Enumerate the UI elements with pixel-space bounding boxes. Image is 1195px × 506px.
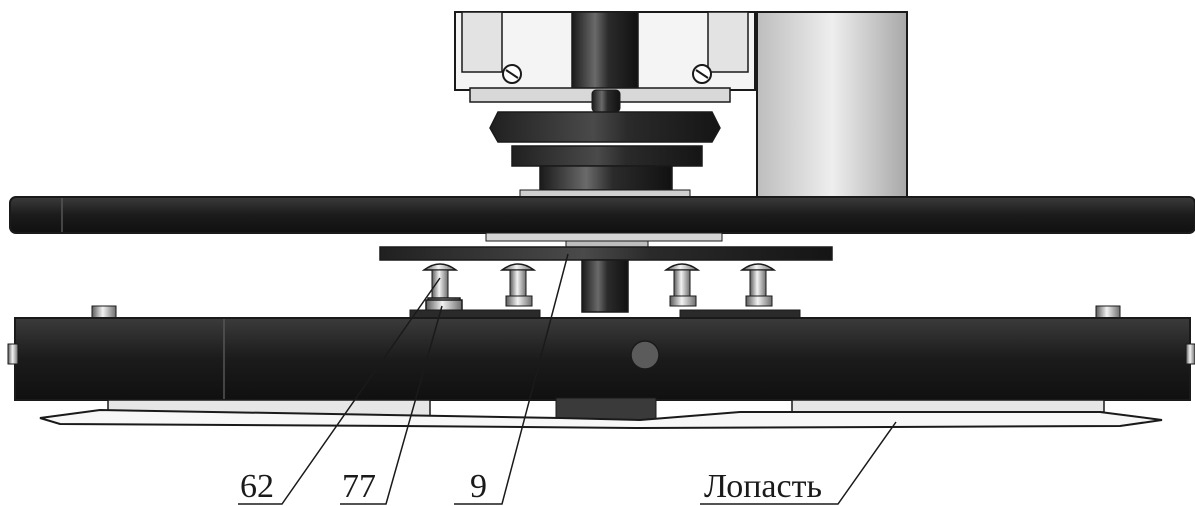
side-box xyxy=(756,11,908,198)
under-block-right xyxy=(791,399,1105,413)
bolts-group xyxy=(91,263,1121,319)
hub-assembly xyxy=(489,111,721,199)
leader-blade xyxy=(700,421,897,505)
callout-77: 77 xyxy=(342,468,376,505)
central-shaft xyxy=(581,259,629,313)
bolt-4 xyxy=(739,263,777,307)
center-bracket xyxy=(555,397,657,421)
shaft-collar xyxy=(565,240,649,248)
leader-77 xyxy=(340,305,443,505)
leader-9 xyxy=(454,253,569,505)
small-nut-left xyxy=(91,305,117,319)
motor-housing xyxy=(454,11,756,113)
callout-62: 62 xyxy=(240,468,274,505)
bolt-3 xyxy=(663,263,701,307)
flange-disc xyxy=(379,246,833,261)
lower-beam xyxy=(7,317,1195,401)
blade xyxy=(39,408,1163,430)
callout-blade: Лопасть xyxy=(704,468,822,505)
bolt-2 xyxy=(499,263,537,307)
callout-9: 9 xyxy=(470,468,487,505)
leader-lines xyxy=(238,253,897,505)
leader-62 xyxy=(238,277,441,505)
shaft-spacer xyxy=(485,232,723,242)
upper-plate xyxy=(9,196,1195,234)
small-nut-right xyxy=(1095,305,1121,319)
